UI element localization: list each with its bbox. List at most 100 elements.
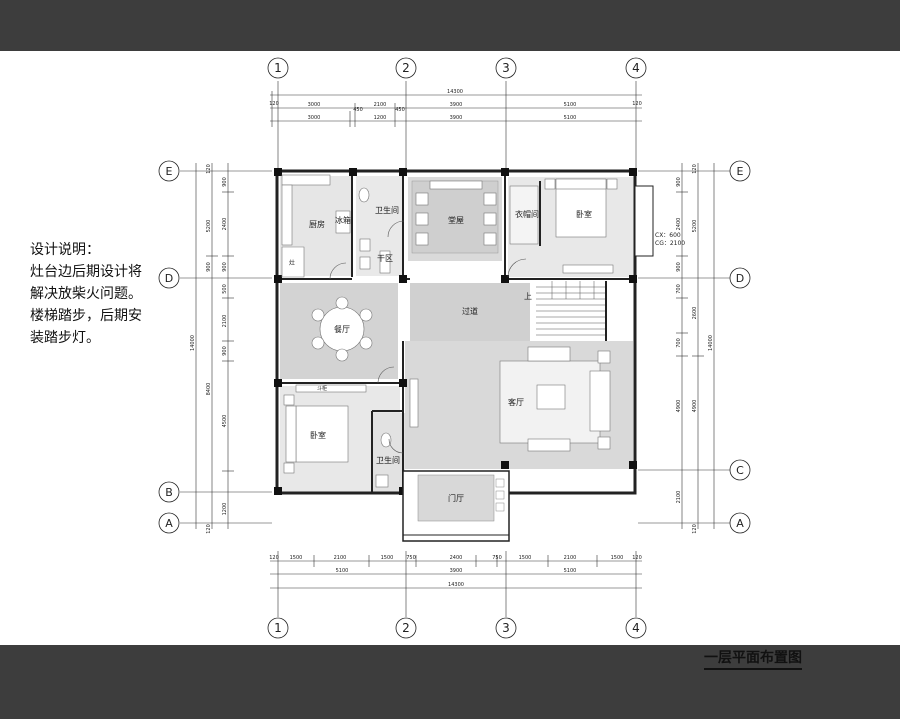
hall-altar (429, 180, 483, 190)
axis-label-A-right: A (736, 517, 744, 530)
axis-label-1-bottom: 1 (274, 621, 282, 635)
dim-top-r2-4: 3900 (450, 115, 463, 121)
kitchen-counter-left (281, 184, 293, 246)
bath1-vanity (379, 250, 391, 274)
dim-left-in-3: 500 (222, 284, 228, 294)
dim-top-r1-3: 5100 (564, 102, 577, 108)
dim-right-in-1: 2400 (676, 218, 682, 231)
label-corridor: 过道 (462, 306, 478, 316)
dim-top-r1-1: 2100 (374, 102, 387, 108)
kitchen-stove (281, 246, 305, 278)
bedroom2-bed (295, 405, 349, 463)
right-dimension-lines (638, 163, 730, 529)
closet-rack (509, 185, 539, 245)
dim-right-total: 14000 (708, 335, 714, 351)
floor-plan: 1 2 3 4 14300 3000 2100 3900 5100 3000 4… (158, 57, 751, 639)
dim-top-total: 14300 (447, 89, 463, 95)
left-dimension-lines (180, 163, 272, 529)
dim-left-mid-0: 5200 (206, 220, 212, 233)
label-cabinet: 斗柜 (317, 385, 327, 392)
axis-bubble-2-bottom (395, 617, 417, 639)
dim-bot-edge-right: 120 (632, 555, 642, 561)
axis-bubble-D-left (158, 267, 180, 289)
dim-bot-r1-4: 2400 (450, 555, 463, 561)
axis-label-A-left: A (165, 517, 173, 530)
design-notes-heading: 设计说明： (30, 242, 100, 258)
axis-bubble-3-top (495, 57, 517, 79)
dim-top-r1-0: 3000 (308, 102, 321, 108)
living-sofa-bottom (527, 438, 571, 452)
dim-left-in-4: 2100 (222, 315, 228, 328)
axis-bubble-4-bottom (625, 617, 647, 639)
dim-bot-r1-2: 1500 (381, 555, 394, 561)
bedroom2-cabinet (295, 384, 367, 393)
axis-label-3-top: 3 (502, 61, 510, 75)
label-bedroom2: 卧室 (310, 430, 326, 440)
dim-bot-r1-8: 1500 (611, 555, 624, 561)
dim-bot-total: 14300 (448, 582, 464, 588)
dim-right-mid-0: 5200 (692, 220, 698, 233)
window-tag-cg: CG：2100 (655, 240, 685, 247)
dim-left-in-0: 900 (222, 177, 228, 187)
dim-bot-r1-3: 750 (406, 555, 416, 561)
dim-left-total: 14000 (190, 335, 196, 351)
dim-left-in-5: 900 (222, 346, 228, 356)
label-living: 客厅 (508, 397, 524, 407)
bath2-sink (375, 474, 389, 488)
dim-bot-r2-0: 5100 (336, 568, 349, 574)
dim-left-in-7: 1200 (222, 503, 228, 516)
axis-label-D-right: D (736, 272, 744, 285)
dim-top-r2-3: 450 (395, 107, 405, 113)
dim-top-edge-left: 120 (269, 101, 279, 107)
dim-bot-r1-0: 1500 (290, 555, 303, 561)
axis-label-4-bottom: 4 (632, 621, 640, 635)
dim-left-in-1: 2400 (222, 218, 228, 231)
dim-bot-r2-1: 3900 (450, 568, 463, 574)
label-closet: 衣帽间 (515, 209, 539, 219)
dim-right-in-0: 900 (676, 177, 682, 187)
label-dining: 餐厅 (334, 325, 350, 334)
design-notes-line-3: 楼梯踏步，后期安 (30, 308, 142, 324)
design-notes: 设计说明： 灶台边后期设计将 解决放柴火问题。 楼梯踏步，后期安 装踏步灯。 (30, 239, 170, 349)
dim-right-in-3: 700 (676, 284, 682, 294)
label-dry-area: 干区 (377, 254, 393, 263)
side-window-bay (634, 185, 654, 257)
axis-bubble-A-left (158, 512, 180, 534)
axis-label-1-top: 1 (274, 61, 282, 75)
axis-label-4-top: 4 (632, 61, 640, 75)
interior-walls (277, 171, 635, 493)
dim-right-in-2: 900 (676, 262, 682, 272)
dim-left-edge-bottom: 120 (206, 524, 212, 534)
dim-top-r1-2: 3900 (450, 102, 463, 108)
door-swings (329, 220, 527, 454)
axis-label-B-left: B (165, 486, 173, 499)
axis-bubble-1-top (267, 57, 289, 79)
living-sofa-right (589, 370, 611, 432)
kitchen-counter-top (281, 174, 331, 186)
design-notes-line-4: 装踏步灯。 (30, 330, 100, 346)
axis-label-E-left: E (166, 165, 173, 178)
dim-right-in-4: 700 (676, 338, 682, 348)
design-notes-line-1: 灶台边后期设计将 (30, 264, 142, 280)
label-kitchen: 厨房 (309, 219, 325, 229)
bottom-dimension-lines (270, 551, 642, 617)
axis-bubble-1-bottom (267, 617, 289, 639)
dim-top-edge-right: 120 (632, 101, 642, 107)
top-axis-bubbles (267, 57, 647, 79)
drawing-sheet: 1 2 3 4 14300 3000 2100 3900 5100 3000 4… (0, 51, 900, 670)
label-stove: 灶 (289, 259, 295, 267)
label-bath2: 卫生间 (376, 455, 400, 465)
axis-label-C-right: C (736, 464, 744, 477)
dim-top-r2-2: 1200 (374, 115, 387, 121)
furniture (281, 174, 618, 488)
dim-right-in-6: 2100 (676, 491, 682, 504)
dim-left-in-2: 900 (222, 262, 228, 272)
structural-columns (274, 168, 637, 495)
dim-left-mid-2: 8400 (206, 383, 212, 396)
top-dimension-lines (270, 81, 642, 169)
living-sofa-top (527, 346, 571, 362)
stair-treads (536, 281, 606, 336)
dim-bot-r2-2: 5100 (564, 568, 577, 574)
dim-top-r2-5: 5100 (564, 115, 577, 121)
axis-label-D-left: D (165, 272, 173, 285)
